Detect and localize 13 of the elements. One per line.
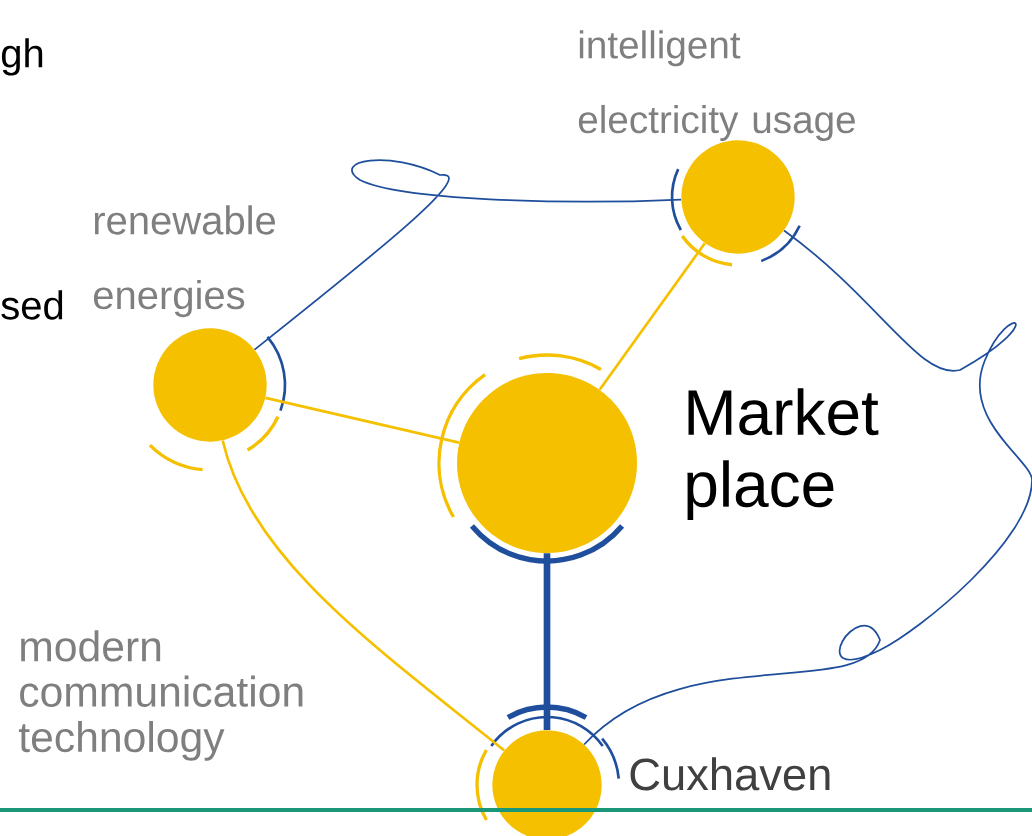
connector-line: [221, 440, 506, 752]
node-caption: renewable energies: [93, 205, 275, 318]
connector-line: [543, 553, 551, 731]
connector-line: [583, 229, 1032, 746]
text-label: modern communication technology: [18, 630, 303, 761]
node-caption: intelligent electricity usage: [578, 30, 855, 141]
node-caption: Market place: [687, 388, 879, 520]
text-label: gh: [1, 38, 43, 76]
connector-line: [253, 159, 682, 351]
connector-line: [598, 242, 706, 391]
connector-line: [265, 396, 460, 444]
node-caption: Cuxhaven: [630, 757, 830, 791]
text-label: sed: [1, 290, 63, 320]
